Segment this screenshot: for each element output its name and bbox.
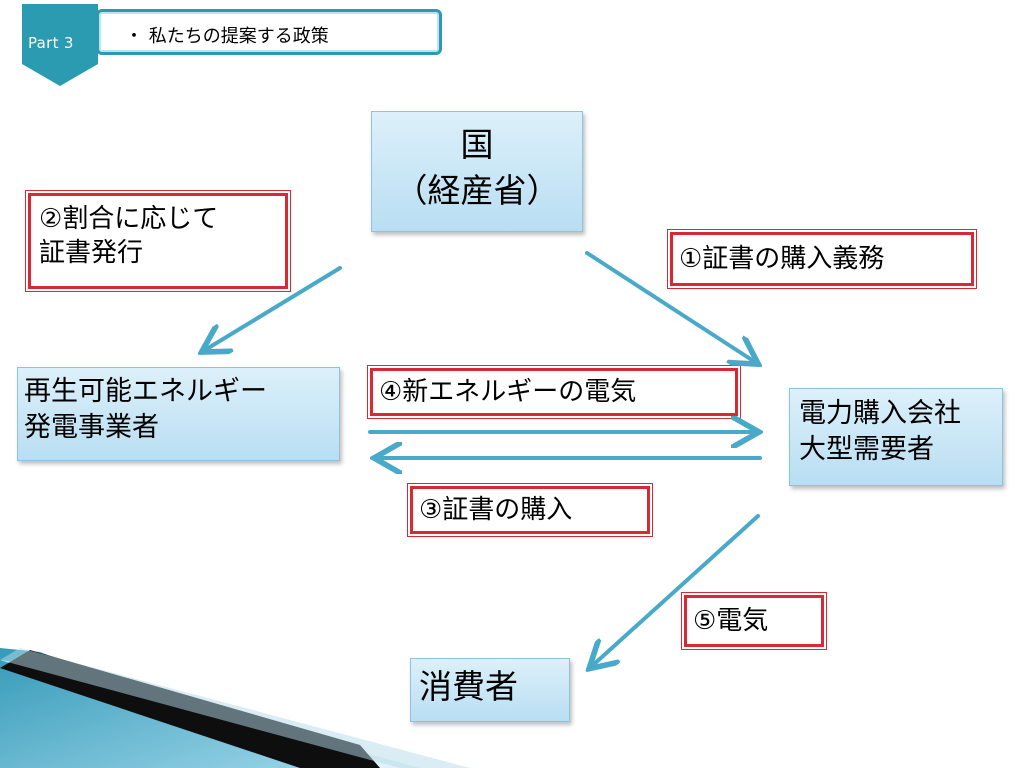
generator-line2: 発電事業者	[24, 412, 159, 443]
part-chevron-icon	[22, 4, 98, 86]
generator-box: 再生可能エネルギー 発電事業者	[17, 367, 340, 461]
label-new-energy: ④新エネルギーの電気	[367, 365, 741, 419]
label-issue-line1: ②割合に応じて	[39, 204, 219, 234]
buyer-line2: 大型需要者	[799, 434, 934, 465]
part-label: Part 3	[28, 34, 74, 52]
label-certificate-issue: ②割合に応じて 証書発行	[25, 190, 291, 292]
government-box: 国 （経産省）	[371, 111, 583, 232]
label-electricity: ⑤電気	[681, 592, 827, 650]
label-certificate-purchase: ③証書の購入	[407, 483, 653, 537]
label-purchase-obligation: ①証書の購入義務	[667, 229, 977, 289]
buyer-line1: 電力購入会社	[799, 398, 961, 429]
consumer-box: 消費者	[410, 658, 570, 722]
generator-line1: 再生可能エネルギー	[24, 376, 267, 407]
government-name: 国	[460, 125, 494, 164]
label-issue-line2: 証書発行	[39, 238, 144, 268]
buyer-box: 電力購入会社 大型需要者	[789, 388, 1003, 486]
government-ministry: （経産省）	[394, 171, 560, 210]
section-title: ・ 私たちの提案する政策	[96, 9, 442, 55]
